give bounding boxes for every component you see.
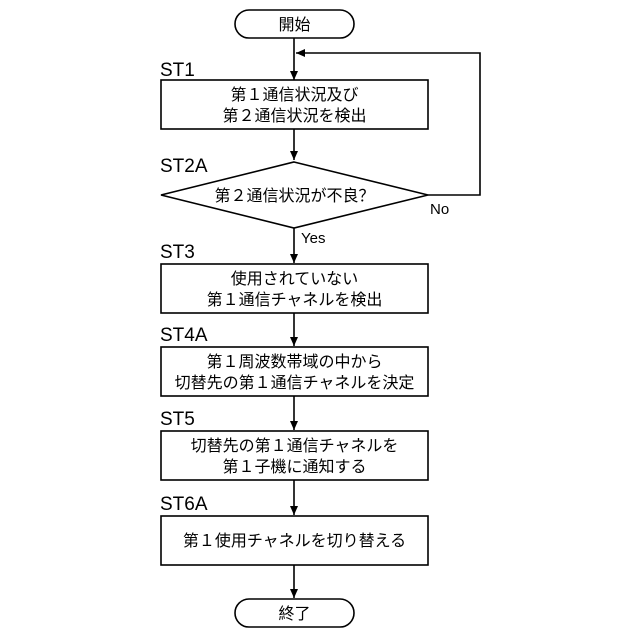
- process-text-st5-line2: 第１子機に通知する: [222, 457, 366, 476]
- decision-text-st2a: 第２通信状況が不良？: [214, 186, 374, 205]
- process-text-st4a-line2: 切替先の第１通信チャネルを決定: [175, 373, 415, 392]
- step-id-st3: ST3: [160, 242, 195, 263]
- end-label: 終了: [278, 604, 310, 623]
- step-id-st2a: ST2A: [160, 156, 208, 177]
- process-text-st3-line2: 第１通信チャネルを検出: [207, 290, 383, 309]
- step-id-st1: ST1: [160, 60, 195, 81]
- process-text-st1-line2: 第２通信状況を検出: [222, 106, 366, 125]
- process-text-st1-line1: 第１通信状況及び: [230, 85, 358, 104]
- no-label: No: [430, 201, 449, 218]
- process-text-st3-line1: 使用されていない: [231, 269, 359, 288]
- process-text-st4a-line1: 第１周波数帯域の中から: [206, 352, 382, 371]
- step-id-st5: ST5: [160, 409, 195, 430]
- step-id-st4a: ST4A: [160, 325, 208, 346]
- process-text-st6a-line1: 第１使用チャネルを切り替える: [183, 531, 406, 550]
- process-text-st5-line1: 切替先の第１通信チャネルを: [191, 436, 399, 455]
- yes-label: Yes: [301, 230, 325, 247]
- step-id-st6a: ST6A: [160, 494, 208, 515]
- start-label: 開始: [278, 15, 310, 34]
